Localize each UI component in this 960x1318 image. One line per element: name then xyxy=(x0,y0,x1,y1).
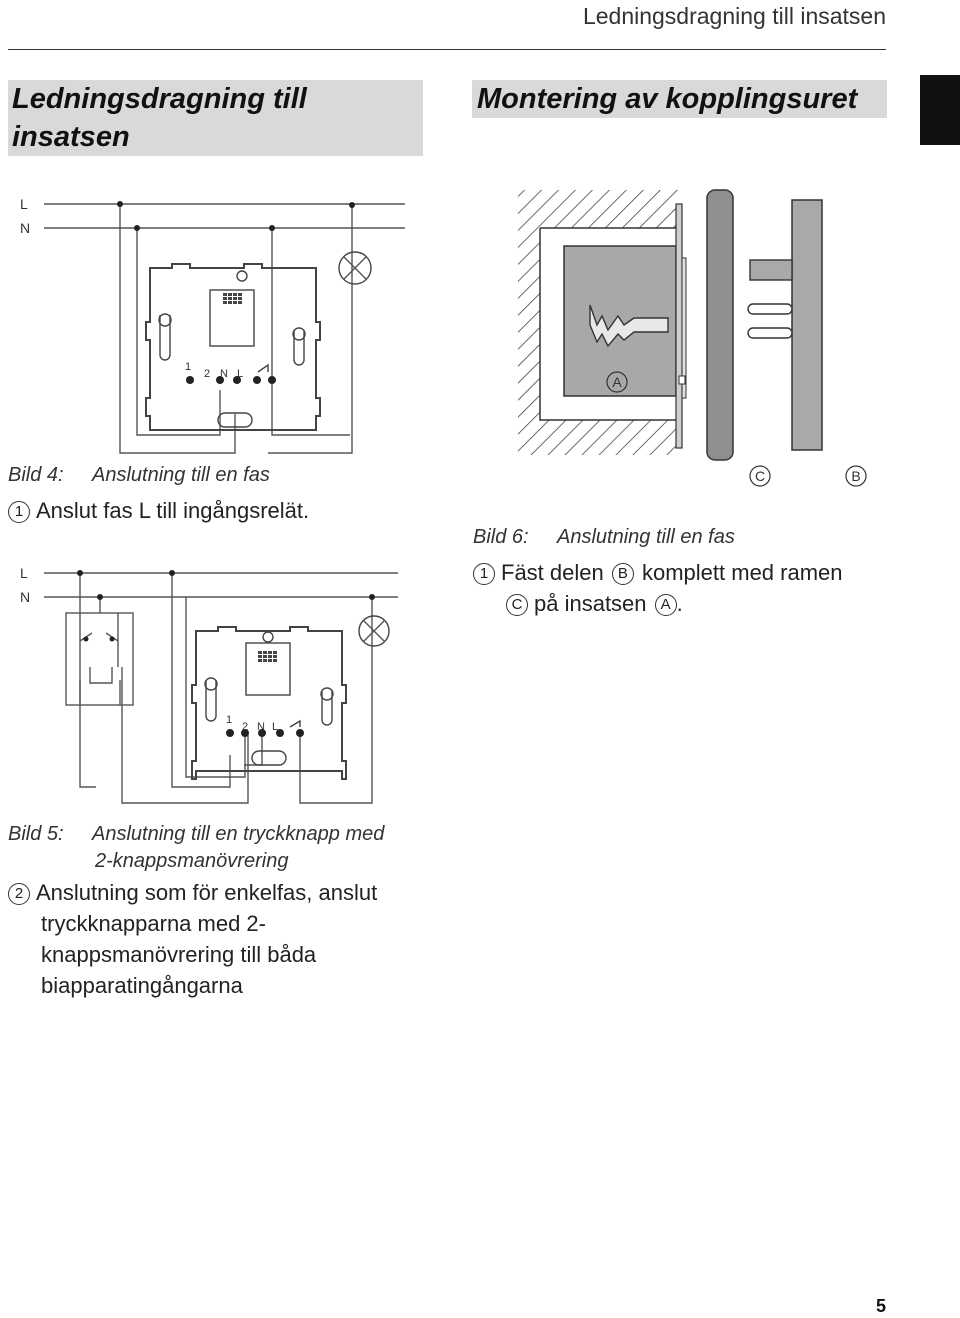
fig6-caption-text: Anslutning till en fas xyxy=(556,526,735,548)
thumb-index-tab xyxy=(920,75,960,145)
fig5-terminal-l: L xyxy=(272,721,278,733)
fig5-label-n: N xyxy=(20,589,30,605)
fig5-label-l: L xyxy=(20,565,28,581)
fig5-caption-label: Bild 5: xyxy=(8,823,64,845)
fig6-step-marker-c: C xyxy=(506,594,528,616)
fig5-terminal-n: N xyxy=(257,721,265,733)
fig4-step: 1 Anslut fas L till ingångsrelät. xyxy=(8,495,309,526)
fig6-marker-c: C xyxy=(755,468,765,484)
fig6-step-marker-a: A xyxy=(654,594,677,616)
fig5-step: 2 Anslutning som för enkelfas, anslut try… xyxy=(8,877,377,1001)
fig6-caption: Bild 6: Anslutning till en fas xyxy=(473,526,735,549)
fig6-marker-b: B xyxy=(851,468,860,484)
section-title-right: Montering av kopplingsuret xyxy=(477,83,858,115)
header-rule xyxy=(8,49,886,50)
fig5-caption-line2: 2-knappsmanövrering xyxy=(95,850,289,872)
fig6-step-line1-a: Fäst delen xyxy=(501,560,604,585)
fig5-step-number: 2 xyxy=(8,883,30,905)
fig4-label-n: N xyxy=(20,220,30,236)
section-title-left-line2: insatsen xyxy=(12,121,130,153)
fig4-terminal-2: 2 xyxy=(204,368,210,380)
fig6-step-line1-b: komplett med ramen xyxy=(641,560,843,585)
running-header: Ledningsdragning till insatsen xyxy=(582,3,886,29)
figure-5-wiring-diagram: L N 1 2 N L xyxy=(20,565,398,804)
fig6-step-marker-b: B xyxy=(611,563,634,585)
section-heading-right: Montering av kopplingsuret xyxy=(472,80,887,118)
fig4-caption-text: Anslutning till en fas xyxy=(91,464,270,486)
fig5-step-line3: knappsmanövrering till båda xyxy=(41,942,317,967)
fig4-terminal-1: 1 xyxy=(185,361,191,373)
section-title-left-line1: Ledningsdragning till xyxy=(12,83,307,115)
fig6-step-number: 1 xyxy=(473,563,495,585)
fig5-terminal-1: 1 xyxy=(226,714,232,726)
fig4-caption-label: Bild 4: xyxy=(8,464,64,486)
page-number: 5 xyxy=(875,1296,886,1316)
fig5-step-line2: tryckknapparna med 2- xyxy=(41,911,266,936)
fig4-caption: Bild 4: Anslutning till en fas xyxy=(8,464,270,487)
fig4-label-l: L xyxy=(20,196,28,212)
fig5-caption: Bild 5: Anslutning till en tryckknapp me… xyxy=(8,821,384,875)
fig5-caption-line1: Anslutning till en tryckknapp med xyxy=(91,823,385,845)
fig4-terminal-n: N xyxy=(220,368,228,380)
fig4-terminal-l: L xyxy=(237,368,243,380)
fig4-step-text: Anslut fas L till ingångsrelät. xyxy=(36,498,310,523)
fig6-step-line2-end: . xyxy=(676,591,683,616)
fig5-step-line4: biapparatingångarna xyxy=(41,973,243,998)
fig5-terminal-2: 2 xyxy=(242,721,248,733)
section-heading-left: Ledningsdragning till insatsen xyxy=(8,80,423,156)
fig6-step-line2-a: på insatsen xyxy=(534,591,647,616)
fig6-marker-a: A xyxy=(612,374,622,390)
fig5-step-line1: Anslutning som för enkelfas, anslut xyxy=(36,880,378,905)
figure-4-wiring-diagram: L N 1 2 N L xyxy=(20,196,405,454)
figure-6-assembly-drawing: A C B xyxy=(518,189,867,487)
fig6-caption-label: Bild 6: xyxy=(473,526,529,548)
fig4-step-number: 1 xyxy=(8,501,30,523)
